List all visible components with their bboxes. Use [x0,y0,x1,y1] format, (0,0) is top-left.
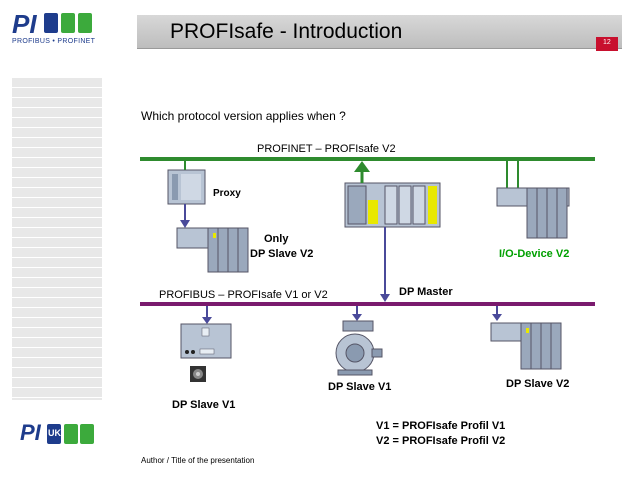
profibus-label: PROFIBUS – PROFIsafe V1 or V2 [159,289,328,301]
profinet-label: PROFINET – PROFIsafe V2 [257,143,396,155]
legend-v1: V1 = PROFIsafe Profil V1 [376,420,506,432]
pi-uk-logo: PI UK [17,418,97,458]
uk-logo-text: PI [20,420,41,445]
page-number-badge [596,37,618,51]
dp-master-label: DP Master [399,286,453,298]
io-device-v2 [496,187,570,239]
dp-slave-center-arrow [352,314,362,321]
footer-text: Author / Title of the presentation [141,456,255,465]
dp-slave-v1-left-device [180,323,232,382]
only-label: Only [264,233,289,245]
uk-logo-square-green-1 [64,424,78,444]
dp-master-device [344,182,441,228]
dp-slave-left-arrow [202,317,212,324]
title-bar [137,15,622,49]
profibus-profinet-logo: PI PROFIBUS • PROFINET [10,9,102,49]
uk-logo-square-green-2 [80,424,94,444]
dp-slave-v1-center-device [335,320,383,376]
dp-slave-right-arrow [492,314,502,321]
uk-logo-country: UK [48,428,61,438]
dp-slave-v2-right-device [490,322,562,370]
proxy-device [167,169,206,205]
master-profibus-arrow [380,294,390,302]
question-text: Which protocol version applies when ? [141,109,346,123]
proxy-label: Proxy [213,188,241,199]
logo-subtitle: PROFIBUS • PROFINET [12,38,96,45]
dp-slave-v1-left-label: DP Slave V1 [172,399,236,411]
logo-square-1 [44,13,58,33]
page-title: PROFIsafe - Introduction [170,20,403,43]
only-dp-slave-label: DP Slave V2 [250,248,314,260]
legend-v2: V2 = PROFIsafe Profil V2 [376,435,506,447]
logo-text: PI [12,9,37,39]
sidebar-decoration [12,78,102,400]
io-device-label: I/O-Device V2 [499,248,570,260]
proxy-arrow-head [180,220,190,228]
uk-logo-square-blue [47,424,61,444]
logo-square-3 [78,13,92,33]
dp-slave-v1-center-label: DP Slave V1 [328,381,392,393]
page-number: 12 [603,39,611,46]
logo-square-2 [61,13,75,33]
master-profinet-arrow [354,161,370,172]
only-dp-slave-device [176,227,249,273]
dp-slave-v2-right-label: DP Slave V2 [506,378,570,390]
profibus-bus-line [140,302,595,306]
profinet-bus-line [140,157,595,161]
